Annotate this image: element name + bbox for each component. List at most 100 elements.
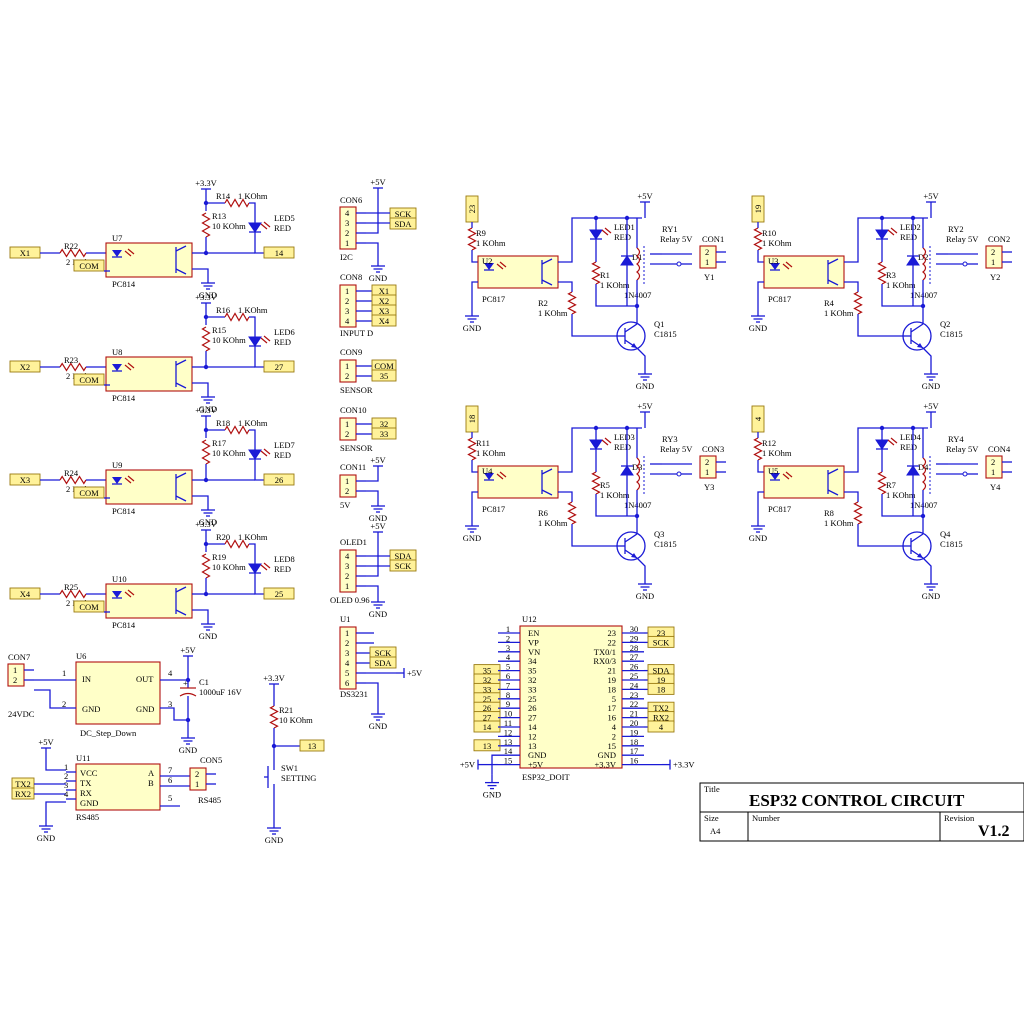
ground-label: GND: [37, 833, 55, 843]
net-label-text: SCK: [395, 561, 412, 571]
ground-label: GND: [369, 609, 387, 619]
power-symbol: +5V: [396, 668, 423, 678]
relay-coil: [636, 247, 641, 281]
opto-part: PC814: [112, 506, 136, 516]
connector-ref: CON2: [988, 234, 1010, 244]
junction-dot: [593, 425, 599, 431]
ground-symbol: GND: [922, 366, 940, 391]
wire: [366, 540, 379, 577]
ground-symbol: GND: [179, 730, 197, 755]
led-color: RED: [900, 442, 917, 452]
input-net-label: X3: [9, 473, 41, 486]
esp32-pin-number: 11: [504, 718, 512, 728]
light-arrow: [496, 473, 504, 480]
wire: [249, 543, 256, 564]
transistor-arrow: [631, 553, 637, 558]
net-label-box: [73, 259, 105, 272]
connector-pin-number: 2: [991, 247, 995, 257]
led-color: RED: [614, 232, 631, 242]
wire: [366, 585, 379, 594]
light-arrow: [601, 229, 609, 236]
gpio-net-label: 27: [263, 360, 295, 373]
esp32-pin-name: 27: [528, 713, 537, 723]
light-arrow: [127, 475, 135, 482]
light-arrow: [127, 248, 135, 255]
relay-ref: RY3: [662, 434, 678, 444]
pin-number: 2: [62, 699, 66, 709]
net-label-text: SDA: [394, 551, 412, 561]
esp32-pin-number: 5: [506, 662, 510, 672]
resistor-value: 1 KOhm: [762, 448, 792, 458]
com-label: COM: [73, 486, 105, 499]
ground-symbol: GND: [463, 308, 481, 333]
i2c-sda-label: SDA: [389, 549, 417, 562]
pin-number: 3: [168, 699, 172, 709]
esp32-pin-name: 15: [608, 741, 617, 751]
ground-symbol: GND: [199, 502, 217, 527]
wire: [254, 232, 264, 254]
input-net-label: X1: [9, 246, 41, 259]
power-label: +3.3V: [195, 405, 217, 415]
esp32-pin-number: 22: [630, 699, 639, 709]
esp32-pin-number: 1: [506, 624, 510, 634]
power-label: +5V: [370, 521, 386, 531]
net-label-text: 26: [483, 703, 492, 713]
light-arrow: [604, 227, 612, 234]
connector-value: Y3: [704, 482, 714, 492]
transistor-ref: Q2: [940, 319, 950, 329]
wire: [366, 490, 379, 498]
connector-pin-number: 1: [345, 419, 349, 429]
wire: [558, 491, 573, 502]
esp32-net-label: SCK: [647, 635, 675, 648]
esp32-pin-name: 33: [528, 684, 537, 694]
connector-value: RS485: [198, 795, 221, 805]
opto-body: [763, 465, 845, 499]
connector-pin-number: 1: [345, 361, 349, 371]
net-label-text: 14: [275, 248, 284, 258]
status-led: [248, 563, 262, 574]
driver-transistor: [902, 321, 932, 351]
title-block: Title ESP32 CONTROL CIRCUIT Size A4 Numb…: [699, 782, 1024, 842]
net-label-box: [647, 720, 675, 733]
wire: [558, 281, 573, 292]
light-arrow: [263, 221, 271, 228]
connector-body: [339, 474, 357, 498]
input-optocoupler: [105, 356, 193, 392]
wire: [45, 756, 66, 771]
connector-body: [339, 359, 357, 383]
net-label-text: 27: [275, 362, 284, 372]
led-ref: LED2: [900, 222, 921, 232]
led-color: RED: [274, 337, 291, 347]
connector-ref: CON3: [702, 444, 724, 454]
esp32-pin-name: 32: [528, 675, 537, 685]
wire: [471, 250, 478, 263]
transistor-collector: [910, 533, 924, 543]
light-arrow: [890, 437, 898, 444]
power-symbol: +5V: [370, 521, 386, 540]
net-label-text: 19: [753, 205, 763, 214]
connector-body: [985, 455, 1003, 479]
net-label-box: [263, 246, 295, 259]
capacitor-ref: C1: [199, 677, 209, 687]
diode-ref: D2: [918, 252, 928, 262]
esp32-pin-name: 25: [528, 694, 537, 704]
wire: [636, 347, 646, 366]
net-label-box: [73, 486, 105, 499]
opto-transistor: [175, 495, 187, 502]
esp32-pin-number: 4: [506, 652, 511, 662]
module-part: DS3231: [340, 689, 368, 699]
driver-transistor: [616, 321, 646, 351]
net-label-text: 18: [467, 415, 477, 424]
input-optocoupler: [105, 469, 193, 505]
power-label: +5V: [370, 455, 386, 465]
net-label-text: 14: [483, 722, 492, 732]
wire: [595, 284, 637, 307]
connector-value: INPUT D: [340, 328, 373, 338]
base-resistor: [567, 501, 577, 525]
esp32-pin-name: 34: [528, 656, 537, 666]
esp32-body: [519, 625, 623, 769]
net-label-text: 26: [275, 475, 284, 485]
net-label-box: [263, 360, 295, 373]
